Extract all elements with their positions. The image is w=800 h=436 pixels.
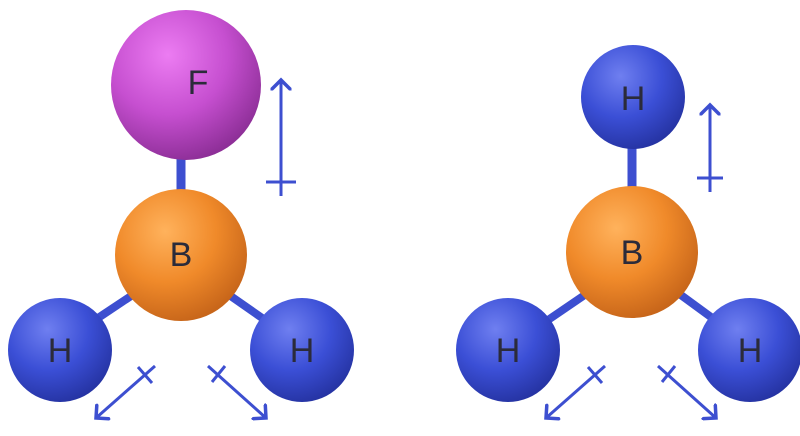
atom-label: H <box>738 332 763 370</box>
molecule-bh2f: F B H H <box>8 10 354 418</box>
atom-label: H <box>48 332 73 370</box>
atom-label: H <box>290 332 315 370</box>
dipole-arrow-down-right <box>656 364 716 418</box>
atom-b: B <box>566 186 698 318</box>
atom-label: H <box>496 332 521 370</box>
atom-h-right: H <box>250 298 354 402</box>
atom-label: B <box>170 236 193 274</box>
atom-label: B <box>621 234 644 272</box>
atom-h-right: H <box>698 298 800 402</box>
atom-b: B <box>115 189 247 321</box>
atom-f: F <box>111 10 261 160</box>
dipole-arrow-down-right <box>206 364 266 418</box>
atom-label: F <box>188 64 209 102</box>
molecule-bh3: H B H H <box>456 45 800 418</box>
dipole-arrow-down-left <box>546 364 606 418</box>
atom-h-top: H <box>581 45 685 149</box>
dipole-arrow-down-left <box>96 364 156 418</box>
atom-label: H <box>621 80 646 118</box>
atom-h-left: H <box>8 298 112 402</box>
dipole-arrow-up <box>266 80 296 196</box>
atom-h-left: H <box>456 298 560 402</box>
dipole-arrow-up <box>697 105 723 192</box>
